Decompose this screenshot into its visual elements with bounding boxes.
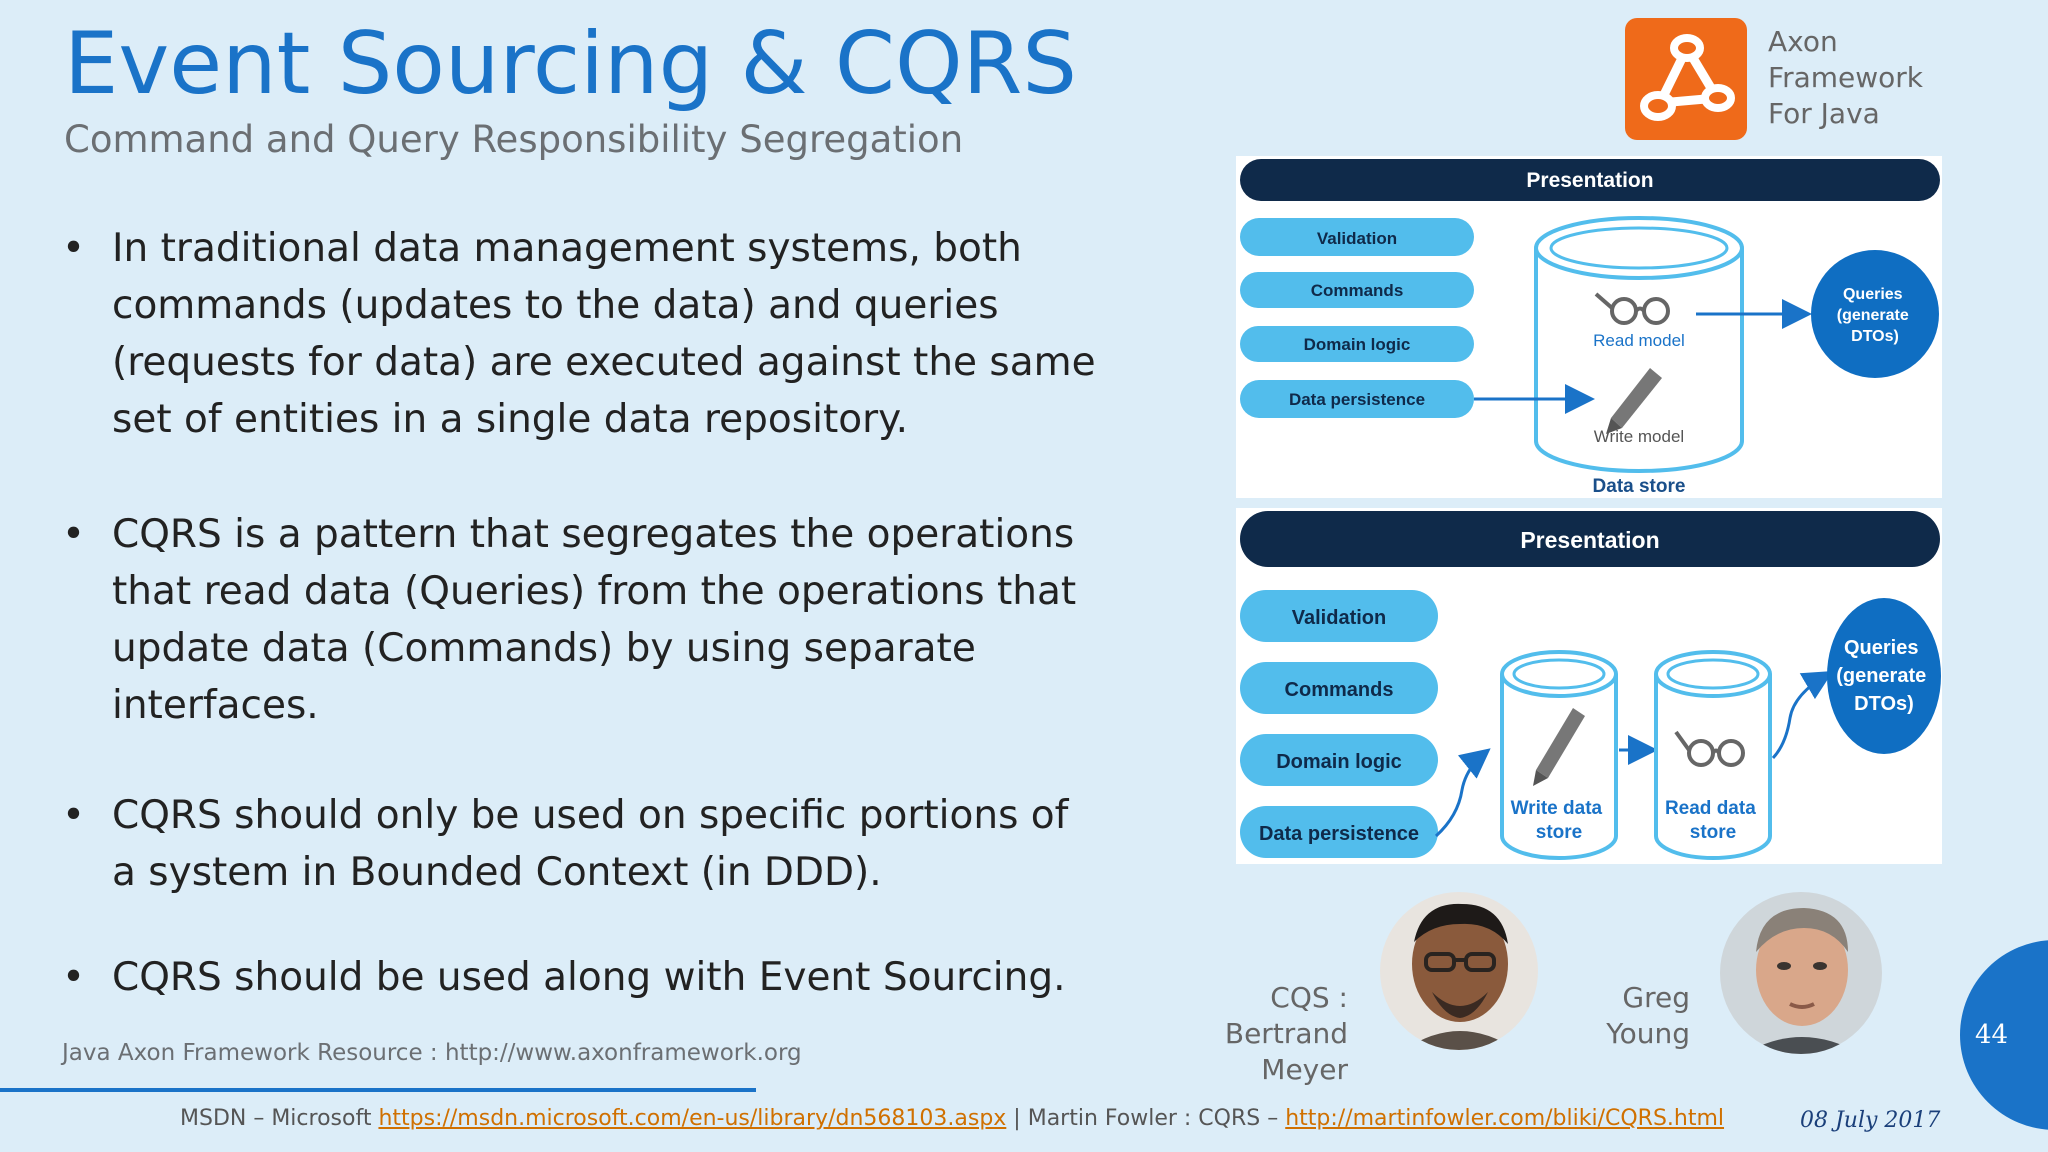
layer-pill bbox=[1240, 734, 1438, 786]
write-model-label: Write model bbox=[1594, 427, 1684, 446]
caption-line: CQS : bbox=[1270, 981, 1348, 1014]
bullet-item: CQRS should be used along with Event Sou… bbox=[62, 949, 1102, 1006]
pencil-icon bbox=[1533, 708, 1585, 786]
layer-label: Data persistence bbox=[1259, 823, 1419, 845]
caption-line: Bertrand Meyer bbox=[1224, 1017, 1348, 1086]
read-model-label: Read model bbox=[1593, 331, 1685, 350]
presentation-bar bbox=[1240, 159, 1940, 201]
presentation-bar bbox=[1240, 511, 1940, 567]
arrow-read-to-queries bbox=[1771, 670, 1834, 760]
axon-logo-icon bbox=[1625, 18, 1747, 140]
layer-pill bbox=[1240, 380, 1474, 418]
axon-network-icon bbox=[1640, 34, 1735, 121]
arrow-persistence-to-write bbox=[1434, 748, 1491, 838]
layer-pill bbox=[1240, 326, 1474, 362]
logo-line: For Java bbox=[1768, 97, 1880, 130]
layer-label: Validation bbox=[1317, 229, 1397, 248]
data-store-label: Data store bbox=[1593, 476, 1686, 497]
bullet-list: In traditional data management systems, … bbox=[62, 220, 1102, 1006]
caption-line: Young bbox=[1606, 1017, 1690, 1050]
presentation-label: Presentation bbox=[1520, 527, 1659, 553]
layer-label: Data persistence bbox=[1289, 390, 1425, 409]
avatar-bertrand-meyer bbox=[1380, 892, 1538, 1050]
queries-label: Queries (generate DTOs) bbox=[1837, 286, 1913, 345]
layer-pill bbox=[1240, 218, 1474, 256]
glasses-icon bbox=[1594, 292, 1670, 325]
caption-line: Greg bbox=[1622, 981, 1690, 1014]
layer-label: Domain logic bbox=[1304, 335, 1411, 354]
caption-greg-young: Greg Young bbox=[1580, 980, 1690, 1052]
fowler-link[interactable]: http://martinfowler.com/bliki/CQRS.html bbox=[1285, 1106, 1725, 1131]
page-number: 44 bbox=[1975, 1020, 2009, 1050]
msdn-link[interactable]: https://msdn.microsoft.com/en-us/library… bbox=[378, 1106, 1007, 1131]
layer-label: Validation bbox=[1292, 607, 1386, 629]
layer-pill bbox=[1240, 662, 1438, 714]
diagram-single-store: Presentation Validation Commands Domain … bbox=[1236, 156, 1942, 498]
layer-pill bbox=[1240, 272, 1474, 308]
reference-separator: | Martin Fowler : CQRS – bbox=[1006, 1106, 1286, 1131]
logo-line: Framework bbox=[1768, 61, 1923, 94]
slide-date: 08 July 2017 bbox=[1800, 1108, 1941, 1133]
references: MSDN – Microsoft https://msdn.microsoft.… bbox=[180, 1106, 1724, 1131]
slide-subtitle: Command and Query Responsibility Segrega… bbox=[64, 118, 964, 161]
glasses-icon bbox=[1674, 730, 1745, 767]
layer-label: Domain logic bbox=[1276, 751, 1402, 773]
avatar-greg-young bbox=[1720, 892, 1882, 1054]
layer-pill bbox=[1240, 590, 1438, 642]
caption-bertrand-meyer: CQS : Bertrand Meyer bbox=[1140, 980, 1348, 1088]
resource-note: Java Axon Framework Resource : http://ww… bbox=[62, 1040, 802, 1066]
queries-label: Queries (generate DTOs) bbox=[1836, 637, 1932, 715]
read-store-label: Read data store bbox=[1665, 798, 1761, 843]
bullet-item: CQRS is a pattern that segregates the op… bbox=[62, 506, 1102, 734]
logo-line: Axon bbox=[1768, 25, 1838, 58]
footer-rule bbox=[0, 1088, 756, 1092]
bullet-item: In traditional data management systems, … bbox=[62, 220, 1102, 448]
bullet-item: CQRS should only be used on specific por… bbox=[62, 787, 1102, 901]
queries-circle bbox=[1827, 598, 1941, 754]
presentation-label: Presentation bbox=[1526, 169, 1653, 192]
layer-pill bbox=[1240, 806, 1438, 858]
pencil-icon bbox=[1606, 368, 1662, 434]
msdn-prefix: MSDN – Microsoft bbox=[180, 1106, 379, 1131]
write-store-label: Write data store bbox=[1511, 798, 1608, 843]
queries-circle bbox=[1811, 250, 1939, 378]
logo-caption: Axon Framework For Java bbox=[1768, 24, 1923, 132]
layer-label: Commands bbox=[1285, 679, 1394, 701]
slide-title: Event Sourcing & CQRS bbox=[64, 14, 1077, 114]
diagram-separate-stores: Presentation Validation Commands Domain … bbox=[1236, 508, 1942, 864]
layer-label: Commands bbox=[1311, 281, 1404, 300]
